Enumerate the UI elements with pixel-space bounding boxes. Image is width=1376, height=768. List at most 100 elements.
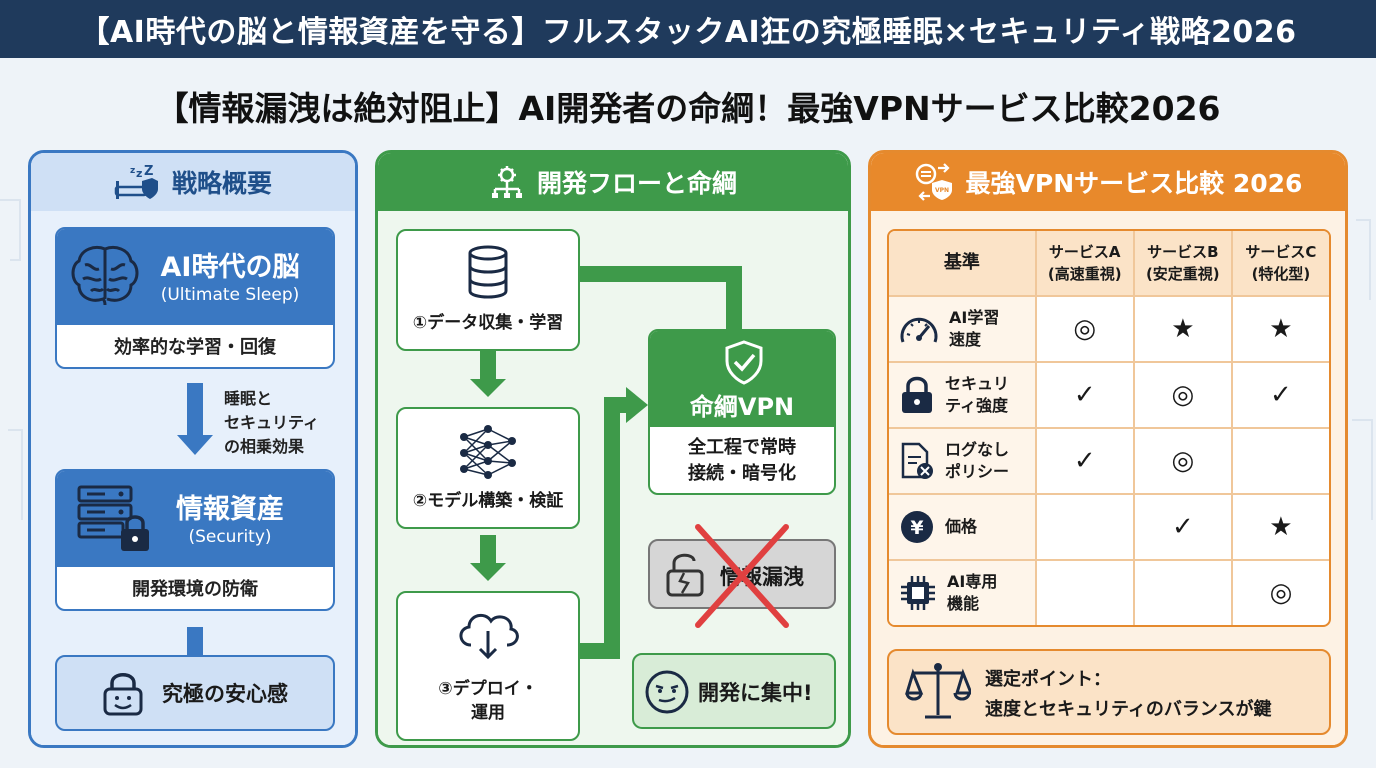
cell-price-c: ★ [1230,495,1329,559]
lifeline-vpn-title: 命綱VPN [689,393,795,421]
brain-card-caption: 効率的な学習・回復 [114,337,276,358]
asset-card-title: 情報資産 [176,494,284,525]
cell-speed-c: ★ [1230,297,1329,361]
asset-card-caption: 開発環境の防衛 [132,579,258,600]
cell-price-a [1034,495,1133,559]
cell-nolog-a: ✓ [1034,429,1133,493]
connector-2-3 [480,535,496,565]
vpn-compare-body: 基準 サービスA (高速重視) サービスB (安定重視) サービスC (特化型) [871,211,1345,745]
connector-1-2 [480,351,496,381]
focus-development-label: 開発に集中! [698,681,813,705]
balance-scale-icon [905,663,971,719]
arrow-head-1-2 [470,379,506,397]
flow-panel-header: 開発フローと命綱 [378,153,848,211]
smiling-lock-icon [103,673,143,716]
criteria-nolog-line1: ログなし [945,440,1010,459]
criteria-price-line1: 価格 [945,517,978,536]
header-service-c-sub: (特化型) [1251,265,1311,283]
criteria-label: AI学習 速度 [949,307,999,351]
flow-panel-body: ①データ収集・学習 ②モデル構築・検証 [378,211,848,745]
vpn-compare-header: VPN 最強VPNサービス比較 2026 [871,153,1345,211]
table-row: セキュリ ティ強度 ✓ ◎ ✓ [889,361,1329,427]
synergy-line-3: の相乗効果 [224,437,305,456]
svg-text:Z: Z [144,164,153,179]
lifeline-vpn-desc-line1: 全工程で常時 [688,437,796,458]
vpn-compare-panel: VPN 最強VPNサービス比較 2026 基準 サービスA (高速重視) サービ… [868,150,1348,748]
brain-icon [71,246,139,306]
arrow-down-1 [187,383,203,437]
svg-text:¥: ¥ [910,517,923,539]
selection-point-title: 選定ポイント： [985,669,1111,690]
criteria-security-line2: ティ強度 [945,396,1009,415]
vpn-comparison-table: 基準 サービスA (高速重視) サービスB (安定重視) サービスC (特化型) [887,229,1331,627]
lifeline-vpn-desc-line2: 接続・暗号化 [688,463,796,484]
synergy-label: 睡眠と セキュリティ の相乗効果 [224,387,319,459]
header-service-b: サービスB (安定重視) [1132,231,1231,295]
peace-of-mind-box: 究極の安心感 [55,655,335,731]
strategy-panel-title: 戦略概要 [171,169,272,198]
synergy-line-2: セキュリティ [224,413,320,432]
cell-speed-a: ◎ [1034,297,1133,361]
cell-price-b: ✓ [1132,495,1231,559]
connector-step3-v [604,397,620,659]
step-model-build: ②モデル構築・検証 [396,407,580,529]
criteria-ai-feature-line2: 機能 [947,594,980,613]
step-deploy: ③デプロイ・ 運用 [396,591,580,741]
cell-speed-b: ★ [1132,297,1231,361]
strategy-panel-header: z z Z 戦略概要 [31,153,355,211]
sleep-shield-icon: z z Z [114,164,158,199]
lifeline-vpn-box: 命綱VPN 全工程で常時 接続・暗号化 [648,329,836,495]
strategy-panel-body: AI時代の脳 (Ultimate Sleep) 効率的な学習・回復 睡眠と セキ… [31,211,355,745]
criteria-ai-feature-line1: AI専用 [947,572,998,591]
table-row: AI学習 速度 ◎ ★ ★ [889,295,1329,361]
server-lock-icon [77,485,149,551]
header-service-c: サービスC (特化型) [1230,231,1329,295]
asset-card-subtitle: (Security) [188,527,272,547]
connector-step1-vpn-h [580,266,740,282]
table-header-row: 基準 サービスA (高速重視) サービスB (安定重視) サービスC (特化型) [889,231,1329,295]
neural-network-icon [460,425,516,479]
table-row: ¥ 価格 ✓ ★ [889,493,1329,559]
vpn-switch-icon: VPN [915,163,952,201]
header-service-b-sub: (安定重視) [1145,265,1220,283]
prohibit-cross-icon [695,524,789,628]
criteria-label: セキュリ ティ強度 [945,373,1009,417]
row-criteria-speed: AI学習 速度 [889,297,1035,361]
broken-lock-icon [666,553,704,597]
asset-card: 情報資産 (Security) 開発環境の防衛 [55,469,335,611]
criteria-nolog-line2: ポリシー [945,462,1010,481]
cell-nolog-c [1230,429,1329,493]
cloud-download-icon [459,613,519,660]
cell-security-b: ◎ [1132,363,1231,427]
selection-point-box: 選定ポイント： 速度とセキュリティのバランスが鍵 [887,649,1331,735]
peace-of-mind-label: 究極の安心感 [162,682,288,706]
criteria-speed-line1: AI学習 [949,308,1000,327]
table-row: ログなし ポリシー ✓ ◎ [889,427,1329,493]
arrow-head-step3-vpn [626,387,648,423]
speedometer-icon [900,317,938,343]
svg-text:z: z [136,167,142,180]
step-model-build-label: ②モデル構築・検証 [412,491,564,511]
header-service-a: サービスA (高速重視) [1034,231,1133,295]
confident-face-icon [645,670,689,714]
step-data-collection-label: ①データ収集・学習 [412,313,564,333]
chip-icon [901,576,935,610]
data-leak-box: 情報漏洩 [648,524,836,628]
criteria-label: ログなし ポリシー [945,439,1009,483]
cell-security-c: ✓ [1230,363,1329,427]
selection-point-text: 速度とセキュリティのバランスが鍵 [985,699,1272,720]
row-criteria-price: ¥ 価格 [889,495,1035,559]
step-data-collection: ①データ収集・学習 [396,229,580,351]
brain-card-title: AI時代の脳 [160,252,300,283]
criteria-security-line1: セキュリ [945,374,1010,393]
svg-text:z: z [130,166,135,176]
flow-panel-title: 開発フローと命綱 [536,169,737,198]
cell-ai-feature-b [1132,561,1231,625]
flow-panel: 開発フローと命綱 ①データ収集・学習 [375,150,851,748]
arrow-head-1 [177,435,213,455]
row-criteria-ai-feature: AI専用 機能 [889,561,1035,625]
top-banner: 【AI時代の脳と情報資産を守る】フルスタックAI狂の究極睡眠×セキュリティ戦略2… [0,0,1376,58]
vpn-compare-title: 最強VPNサービス比較 2026 [965,169,1303,198]
header-service-c-name: サービスC [1245,243,1317,261]
